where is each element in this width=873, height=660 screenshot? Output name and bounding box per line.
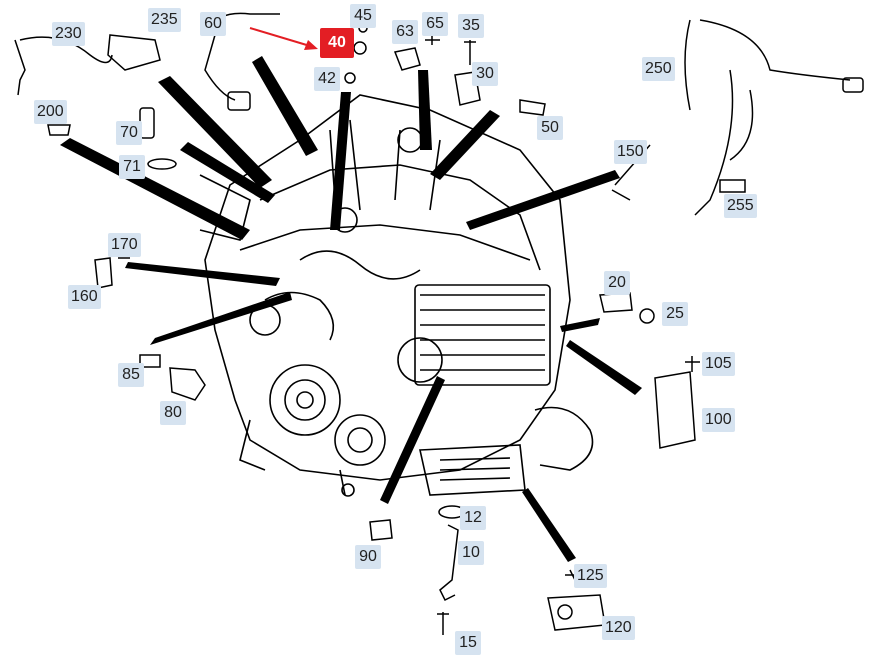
callout-235[interactable]: 235 — [148, 8, 181, 32]
callout-40-selected[interactable]: 40 — [320, 28, 354, 58]
callout-10[interactable]: 10 — [458, 541, 484, 565]
callout-160[interactable]: 160 — [68, 285, 101, 309]
callout-60[interactable]: 60 — [200, 12, 226, 36]
callout-25[interactable]: 25 — [662, 302, 688, 326]
callout-45[interactable]: 45 — [350, 4, 376, 28]
callout-70[interactable]: 70 — [116, 121, 142, 145]
callout-120[interactable]: 120 — [602, 616, 635, 640]
callout-250[interactable]: 250 — [642, 57, 675, 81]
callout-30[interactable]: 30 — [472, 62, 498, 86]
callout-50[interactable]: 50 — [537, 116, 563, 140]
callout-90[interactable]: 90 — [355, 545, 381, 569]
leader-arrows — [60, 56, 642, 562]
callout-170[interactable]: 170 — [108, 233, 141, 257]
callout-150[interactable]: 150 — [614, 140, 647, 164]
callout-42[interactable]: 42 — [314, 67, 340, 91]
engine-assembly — [199, 94, 594, 497]
callout-85[interactable]: 85 — [118, 363, 144, 387]
callout-65[interactable]: 65 — [422, 12, 448, 36]
callout-105[interactable]: 105 — [702, 352, 735, 376]
highlight-arrow — [249, 27, 318, 50]
callout-100[interactable]: 100 — [702, 408, 735, 432]
parts — [14, 12, 864, 635]
callout-230[interactable]: 230 — [52, 22, 85, 46]
callout-200[interactable]: 200 — [34, 100, 67, 124]
callout-71[interactable]: 71 — [119, 155, 145, 179]
callout-20[interactable]: 20 — [604, 271, 630, 295]
callout-35[interactable]: 35 — [458, 14, 484, 38]
callout-125[interactable]: 125 — [574, 564, 607, 588]
callout-15[interactable]: 15 — [455, 631, 481, 655]
callout-80[interactable]: 80 — [160, 401, 186, 425]
callout-12[interactable]: 12 — [460, 506, 486, 530]
callout-63[interactable]: 63 — [392, 20, 418, 44]
callout-255[interactable]: 255 — [724, 194, 757, 218]
